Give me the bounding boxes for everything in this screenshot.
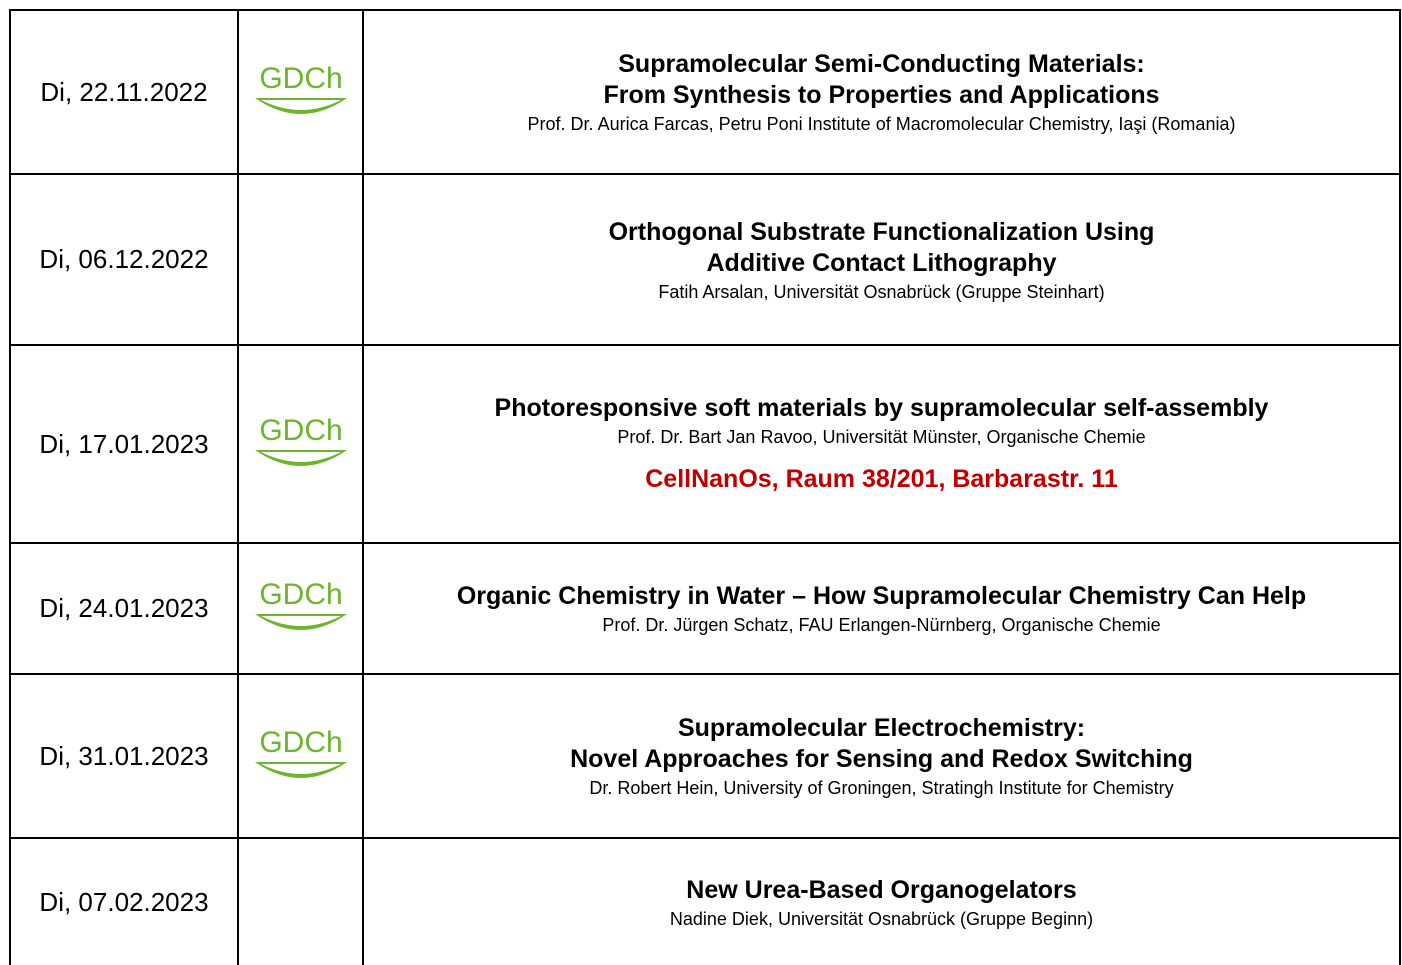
- talk-title-line: Additive Contact Lithography: [706, 248, 1057, 277]
- logo-cell: [237, 173, 364, 346]
- talk-date: Di, 24.01.2023: [9, 542, 239, 675]
- talk-details: Photoresponsive soft materials by supram…: [362, 344, 1401, 544]
- talk-location: CellNanOs, Raum 38/201, Barbarastr. 11: [645, 465, 1118, 493]
- logo-cell: [237, 837, 364, 965]
- talk-title-line: Photoresponsive soft materials by supram…: [494, 394, 1269, 422]
- table-row: Di, 07.02.2023 New Urea-Based Organogela…: [9, 837, 1401, 965]
- gdch-logo-icon: GDCh: [254, 726, 347, 778]
- table-row: Di, 06.12.2022 Orthogonal Substrate Func…: [9, 173, 1401, 346]
- talk-title-line: Organic Chemistry in Water – How Supramo…: [456, 582, 1307, 610]
- talk-date: Di, 06.12.2022: [9, 173, 239, 346]
- talk-date: Di, 22.11.2022: [9, 9, 239, 175]
- logo-cell: GDCh: [237, 344, 364, 544]
- logo-cell: GDCh: [237, 673, 364, 839]
- talk-speaker: Prof. Dr. Bart Jan Ravoo, Universität Mü…: [617, 427, 1146, 447]
- logo-cell: GDCh: [237, 542, 364, 675]
- talk-title-line: Novel Approaches for Sensing and Redox S…: [570, 745, 1193, 773]
- lecture-schedule-table: Di, 22.11.2022 GDCh Supramolecular Semi-…: [9, 9, 1401, 965]
- talk-title-line: New Urea-Based Organogelators: [686, 875, 1077, 904]
- talk-details: Supramolecular Semi-Conducting Materials…: [362, 9, 1401, 175]
- talk-speaker: Prof. Dr. Aurica Farcas, Petru Poni Inst…: [527, 114, 1236, 134]
- gdch-logo-icon: GDCh: [254, 578, 347, 630]
- talk-date: Di, 07.02.2023: [9, 837, 239, 965]
- gdch-logo-icon: GDCh: [254, 62, 347, 114]
- talk-date: Di, 31.01.2023: [9, 673, 239, 839]
- talk-title-line: Orthogonal Substrate Functionalization U…: [608, 217, 1155, 246]
- table-row: Di, 31.01.2023 GDCh Supramolecular Elect…: [9, 673, 1401, 839]
- talk-speaker: Nadine Diek, Universität Osnabrück (Grup…: [669, 908, 1094, 929]
- table-row: Di, 22.11.2022 GDCh Supramolecular Semi-…: [9, 9, 1401, 175]
- talk-speaker: Fatih Arsalan, Universität Osnabrück (Gr…: [658, 281, 1105, 302]
- talk-details: Supramolecular Electrochemistry: Novel A…: [362, 673, 1401, 839]
- logo-cell: GDCh: [237, 9, 364, 175]
- talk-speaker: Prof. Dr. Jürgen Schatz, FAU Erlangen-Nü…: [602, 615, 1161, 635]
- svg-text:GDCh: GDCh: [259, 578, 342, 611]
- talk-date: Di, 17.01.2023: [9, 344, 239, 544]
- table-row: Di, 24.01.2023 GDCh Organic Chemistry in…: [9, 542, 1401, 675]
- talk-title-line: Supramolecular Semi-Conducting Materials…: [618, 50, 1145, 78]
- table-row: Di, 17.01.2023 GDCh Photoresponsive soft…: [9, 344, 1401, 544]
- talk-details: Orthogonal Substrate Functionalization U…: [362, 173, 1401, 346]
- talk-speaker: Dr. Robert Hein, University of Groningen…: [589, 778, 1174, 798]
- gdch-logo-icon: GDCh: [254, 414, 347, 466]
- svg-text:GDCh: GDCh: [259, 726, 342, 759]
- talk-title-line: From Synthesis to Properties and Applica…: [603, 81, 1160, 109]
- talk-details: New Urea-Based Organogelators Nadine Die…: [362, 837, 1401, 965]
- talk-title-line: Supramolecular Electrochemistry:: [677, 714, 1086, 742]
- svg-text:GDCh: GDCh: [259, 414, 342, 447]
- svg-text:GDCh: GDCh: [259, 62, 342, 95]
- talk-details: Organic Chemistry in Water – How Supramo…: [362, 542, 1401, 675]
